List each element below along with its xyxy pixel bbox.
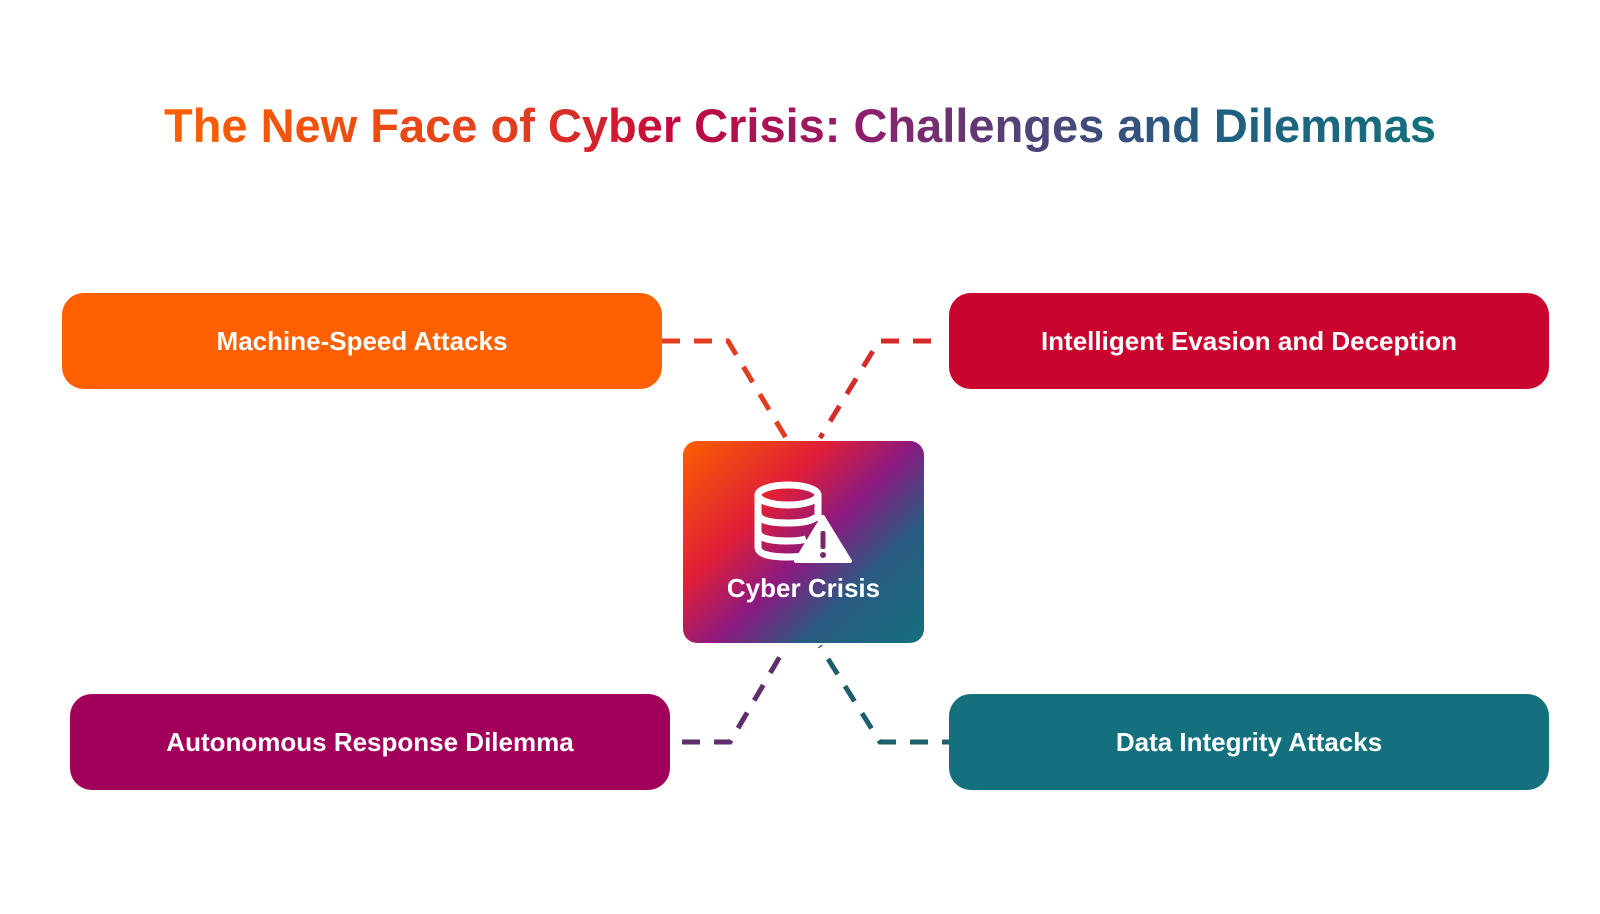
node-label: Intelligent Evasion and Deception	[1040, 325, 1458, 356]
node-machine-speed-attacks: Machine-Speed Attacks	[62, 293, 662, 389]
node-intelligent-evasion: Intelligent Evasion and Deception	[949, 293, 1549, 389]
node-label: Autonomous Response Dilemma	[166, 726, 574, 757]
diagram-title-text: The New Face of Cyber Crisis: Challenges…	[163, 99, 1436, 152]
connector-bottom-left	[682, 644, 789, 745]
center-label: Cyber Crisis	[726, 572, 881, 603]
node-label: Machine-Speed Attacks	[216, 325, 508, 356]
database-warning-icon	[754, 481, 852, 563]
node-autonomous-response: Autonomous Response Dilemma	[70, 694, 670, 790]
diagram-title: The New Face of Cyber Crisis: Challenges…	[0, 96, 1600, 156]
connector-bottom-right	[817, 644, 960, 745]
node-label: Data Integrity Attacks	[1115, 726, 1383, 757]
connector-top-right	[817, 338, 931, 440]
center-node-cyber-crisis: Cyber Crisis	[683, 441, 924, 643]
node-data-integrity: Data Integrity Attacks	[949, 694, 1549, 790]
connector-top-left	[662, 338, 789, 440]
